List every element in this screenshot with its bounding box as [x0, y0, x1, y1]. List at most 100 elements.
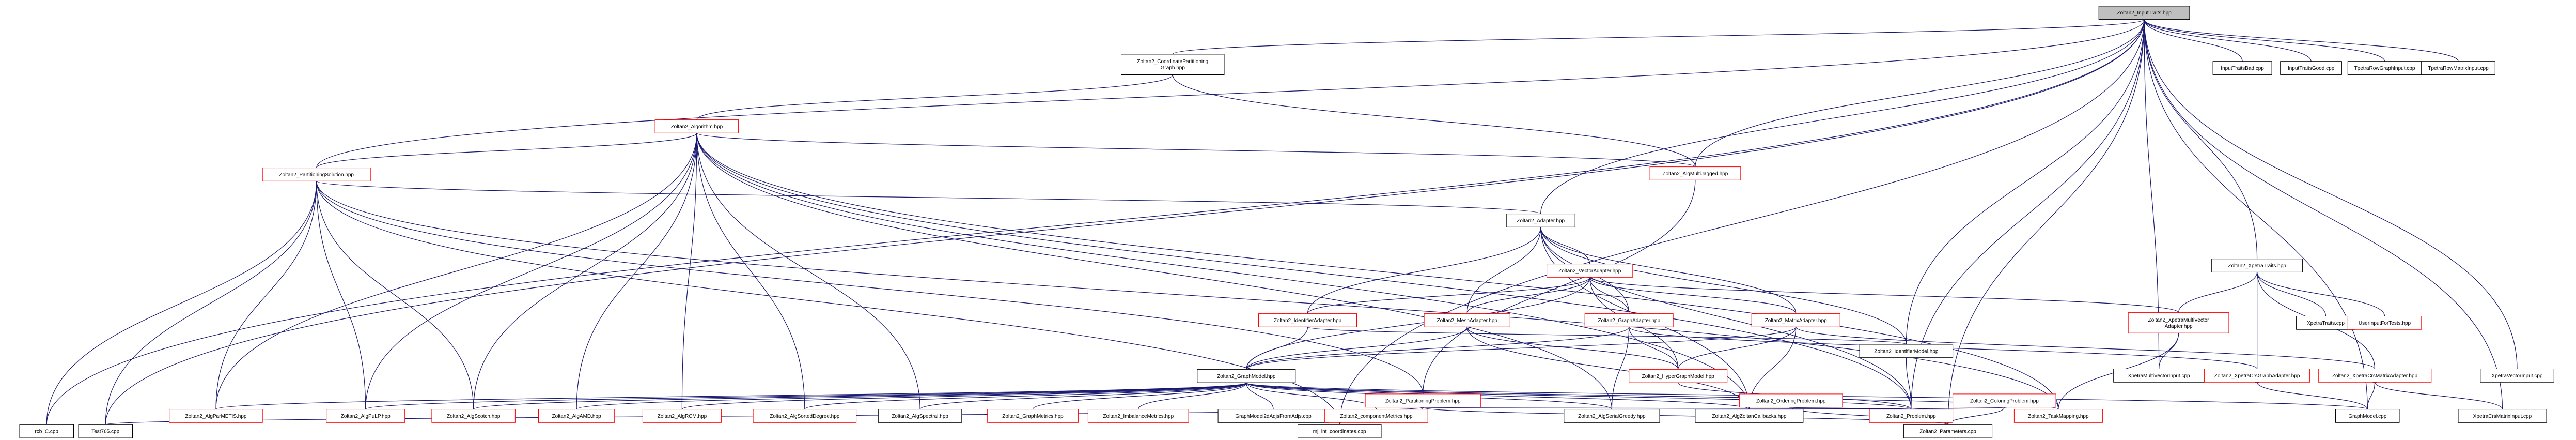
- graph-node[interactable]: Zoltan2_OrderingProblem.hpp: [1739, 393, 1843, 408]
- dependency-edge: [576, 378, 1248, 410]
- dependency-edge: [681, 378, 1248, 410]
- graph-node[interactable]: GraphModel2dAdjsFromAdjs.cpp: [1217, 409, 1329, 423]
- graph-node[interactable]: Zoltan2_TaskMapping.hpp: [2013, 409, 2103, 423]
- graph-node[interactable]: Zoltan2_AlgAMD.hpp: [538, 409, 615, 423]
- graph-node[interactable]: Zoltan2_HyperGraphModel.hpp: [1629, 369, 1728, 383]
- dependency-edge: [2142, 16, 2459, 62]
- node-box: [2421, 61, 2495, 75]
- node-label: Zoltan2_PartitioningSolution.hpp: [279, 172, 354, 178]
- graph-node[interactable]: Zoltan2_PartitioningProblem.hpp: [1365, 393, 1481, 408]
- dependency-edge: [1947, 16, 2147, 425]
- graph-node[interactable]: Zoltan2_AlgSpectral.hpp: [878, 409, 962, 423]
- dependency-edge: [316, 129, 699, 168]
- dependency-edge: [696, 70, 1175, 120]
- node-layer: Zoltan2_InputTraits.hppInputTraitsBad.cp…: [19, 6, 2554, 438]
- node-label: Zoltan2_XpetraTraits.hpp: [2228, 263, 2286, 269]
- graph-node[interactable]: Zoltan2_GraphAdapter.hpp: [1584, 313, 1674, 327]
- dependency-edge: [2255, 268, 2327, 316]
- node-label: GraphModel2dAdjsFromAdjs.cpp: [1235, 414, 1312, 419]
- graph-node[interactable]: Zoltan2_ImbalanceMetrics.hpp: [1087, 409, 1189, 423]
- dependency-edge: [1790, 407, 1913, 414]
- graph-node[interactable]: InputTraitsBad.cpp: [2212, 61, 2272, 75]
- graph-node[interactable]: GraphModel.cpp: [2335, 409, 2400, 423]
- dependency-edge: [105, 16, 2147, 425]
- node-label: Zoltan2_componentMetrics.hpp: [1340, 414, 1413, 419]
- dependency-edge: [1246, 323, 1470, 370]
- dependency-edge: [2142, 16, 2258, 259]
- graph-node[interactable]: Zoltan2_AlgParMETIS.hpp: [169, 409, 263, 423]
- graph-node[interactable]: Zoltan2_AlgZoltanCallbacks.hpp: [1695, 409, 1804, 423]
- node-label: Zoltan2_AlgParMETIS.hpp: [185, 414, 247, 419]
- graph-node[interactable]: Zoltan2_AlgMultiJagged.hpp: [1649, 166, 1741, 180]
- graph-node[interactable]: Zoltan2_IdentifierModel.hpp: [1859, 344, 1954, 358]
- node-box: [2212, 61, 2272, 75]
- graph-node[interactable]: XpetraMultiVectorInput.cpp: [2113, 369, 2205, 383]
- graph-node[interactable]: Zoltan2_AlgSerialGreedy.hpp: [1564, 409, 1660, 423]
- graph-node[interactable]: Zoltan2_XpetraCrsMatrixAdapter.hpp: [2318, 369, 2432, 383]
- graph-node[interactable]: Zoltan2_GraphMetrics.hpp: [987, 409, 1079, 423]
- graph-node[interactable]: TpetraRowMatrixInput.cpp: [2421, 61, 2495, 75]
- node-label: Zoltan2_Problem.hpp: [1886, 414, 1936, 419]
- dependency-edge: [2255, 378, 2368, 409]
- graph-node[interactable]: InputTraitsGood.cpp: [2280, 61, 2342, 75]
- graph-node[interactable]: Zoltan2_Parameters.cpp: [1903, 424, 1993, 438]
- node-box: [2211, 259, 2303, 272]
- graph-node[interactable]: Zoltan2_AlgSortedDegree.hpp: [753, 409, 857, 423]
- node-label: Zoltan2_CoordinatePartitioning: [1137, 59, 1208, 65]
- dependency-edge: [473, 129, 699, 409]
- node-label: Zoltan2_ColoringProblem.hpp: [1970, 398, 2039, 404]
- graph-node[interactable]: Zoltan2_MeshAdapter.hpp: [1424, 313, 1510, 327]
- graph-node[interactable]: UserInputForTests.hpp: [2347, 316, 2422, 330]
- node-label: XpetraCrsMatrixInput.cpp: [2473, 414, 2532, 419]
- node-label: Adapter.hpp: [2165, 324, 2193, 329]
- dependency-edge: [694, 129, 1696, 168]
- node-label: Zoltan2_AlgMultiJagged.hpp: [1663, 171, 1728, 177]
- dependency-edge: [694, 129, 1750, 409]
- dependency-edge: [1244, 378, 1750, 410]
- node-label: Zoltan2_PartitioningProblem.hpp: [1385, 398, 1461, 404]
- graph-node[interactable]: Zoltan2_Problem.hpp: [1869, 409, 1954, 423]
- dependency-edge: [1906, 16, 2147, 345]
- graph-node[interactable]: Zoltan2_componentMetrics.hpp: [1324, 409, 1428, 423]
- graph-node[interactable]: Zoltan2_AlgPuLP.hpp: [326, 409, 405, 423]
- dependency-edge: [1305, 323, 1907, 345]
- dependency-edge: [1909, 407, 2005, 414]
- graph-node[interactable]: Test765.cpp: [78, 424, 133, 438]
- graph-node[interactable]: Zoltan2_GraphModel.hpp: [1197, 369, 1296, 383]
- graph-node[interactable]: Zoltan2_Adapter.hpp: [1506, 214, 1575, 227]
- node-label: Zoltan2_GraphMetrics.hpp: [1002, 414, 1064, 419]
- graph-node[interactable]: Zoltan2_Algorithm.hpp: [654, 119, 739, 133]
- graph-node[interactable]: TpetraRowGraphInput.cpp: [2347, 61, 2422, 75]
- node-box: [2347, 61, 2422, 75]
- dependency-edge: [1678, 323, 1798, 370]
- graph-node[interactable]: Zoltan2_AlgRCM.hpp: [642, 409, 722, 423]
- dependency-edge: [2255, 268, 2385, 316]
- graph-node[interactable]: XpetraCrsMatrixInput.cpp: [2458, 409, 2547, 423]
- graph-node[interactable]: Zoltan2_XpetraCrsGraphAdapter.hpp: [2204, 369, 2310, 383]
- node-label: Zoltan2_AlgSerialGreedy.hpp: [1578, 414, 1646, 419]
- dependency-edge: [2372, 378, 2503, 409]
- graph-node[interactable]: XpetraVectorInput.cpp: [2480, 369, 2554, 383]
- node-label: GraphModel.cpp: [2348, 414, 2386, 419]
- graph-node[interactable]: rcb_C.cpp: [19, 424, 74, 438]
- graph-node[interactable]: XpetraTraits.cpp: [2296, 316, 2356, 330]
- node-box: [2335, 409, 2400, 423]
- graph-node[interactable]: Zoltan2_IdentifierAdapter.hpp: [1258, 313, 1357, 327]
- node-box: [987, 409, 1079, 423]
- dependency-edge: [1587, 273, 1797, 314]
- graph-node[interactable]: Zoltan2_ColoringProblem.hpp: [1953, 393, 2056, 408]
- graph-node[interactable]: Zoltan2_PartitioningSolution.hpp: [262, 168, 371, 181]
- graph-node[interactable]: mj_int_coordinates.cpp: [1298, 424, 1382, 438]
- node-label: Zoltan2_OrderingProblem.hpp: [1756, 398, 1826, 404]
- dependency-edge: [694, 129, 1612, 409]
- graph-node[interactable]: Zoltan2_AlgScotch.hpp: [431, 409, 516, 423]
- graph-node[interactable]: Zoltan2_VectorAdapter.hpp: [1547, 264, 1633, 278]
- node-label: Zoltan2_XpetraMultiVector: [2148, 317, 2210, 323]
- dependency-edge: [1538, 223, 1912, 409]
- node-label: Zoltan2_AlgAMD.hpp: [552, 414, 601, 419]
- dependency-edge: [2142, 16, 2368, 409]
- graph-node[interactable]: Zoltan2_XpetraTraits.hpp: [2211, 259, 2303, 272]
- graph-node[interactable]: Zoltan2_MatrixAdapter.hpp: [1751, 313, 1840, 327]
